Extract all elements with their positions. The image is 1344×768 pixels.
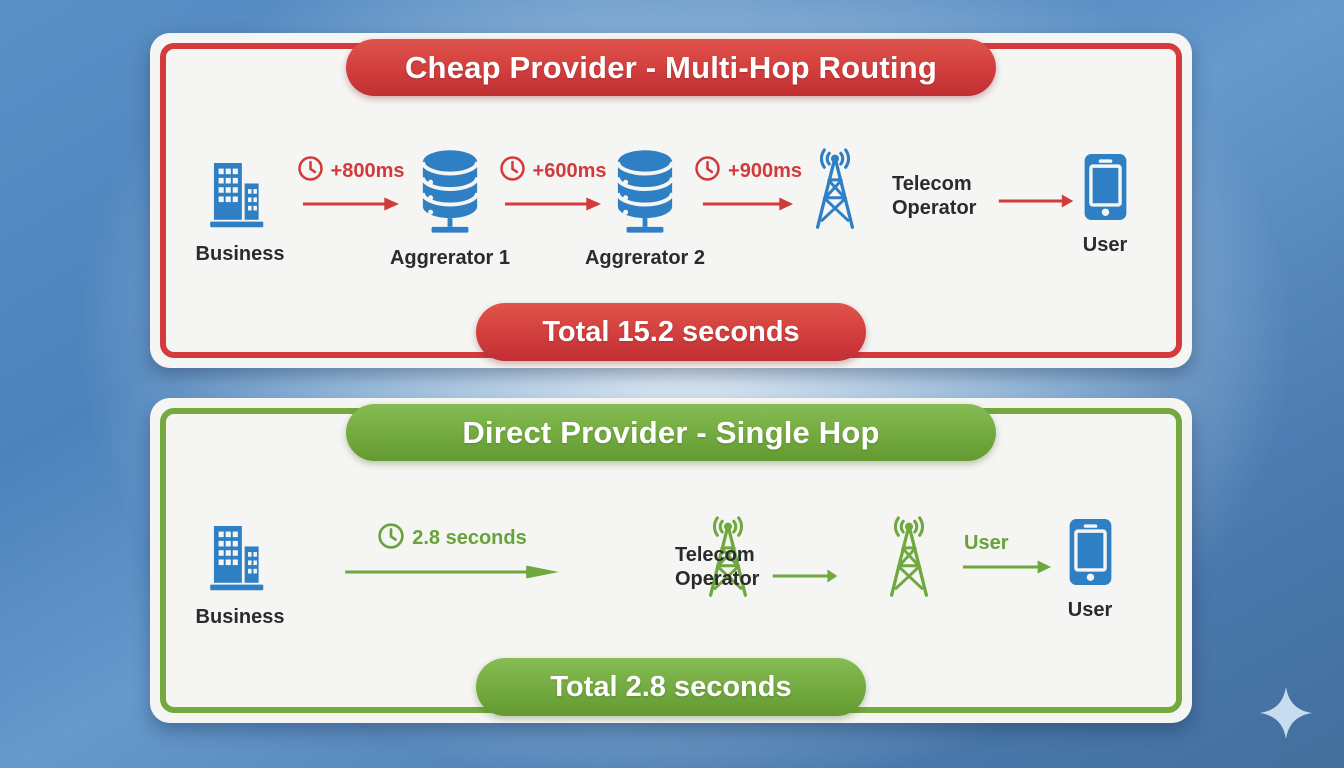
arrow-to-user: User [962,532,1052,580]
node-aggregator-2-label: Aggrerator 2 [584,247,706,269]
hop-1-delay: +800ms [330,159,405,182]
panel-title-direct: Direct Provider - Single Hop [346,404,996,461]
hop-direct-delay: 2.8 seconds [412,527,527,549]
building-icon [210,163,270,235]
arrow-icon [772,571,838,588]
telecom-operator-label: Telecom Operator [892,173,977,220]
node-user-label: User [1082,234,1128,256]
node-business-label: Business [195,606,285,628]
hop-2-delay: +600ms [532,159,607,182]
node-user-label: User [1067,599,1113,621]
panel-cheap-provider: Cheap Provider - Multi-Hop Routing Busin… [150,33,1192,368]
panel-title-cheap: Cheap Provider - Multi-Hop Routing [346,39,996,96]
node-business: Business [180,526,300,629]
cell-tower-icon [804,148,866,238]
node-tower-2 [870,516,948,606]
telecom-operator-label: Telecom Operator [675,544,760,591]
hop-3: +900ms [698,155,802,217]
total-badge-direct: Total 2.8 seconds [476,658,866,716]
node-user: User [1055,153,1155,257]
database-icon [419,146,481,239]
arrow-icon [962,559,1052,580]
node-user: User [1040,518,1140,622]
arrow-icon [343,564,561,585]
node-aggregator-1: Aggrerator 1 [390,146,510,270]
total-badge-cheap: Total 15.2 seconds [476,303,866,361]
building-icon [210,526,270,598]
node-aggregator-1-label: Aggrerator 1 [389,247,511,269]
sparkle-icon [1258,685,1314,746]
clock-icon [297,155,324,187]
phone-icon [1068,518,1113,591]
node-business: Business [180,163,300,266]
hop-direct: 2.8 seconds [343,522,561,585]
clock-icon [694,155,721,187]
hop-2: +600ms [499,155,607,217]
cell-tower-icon [878,516,940,606]
hop-3-delay: +900ms [728,159,802,182]
database-icon [614,146,676,239]
arrow-icon [302,196,400,217]
panel-direct-provider: Direct Provider - Single Hop Business 2.… [150,398,1192,723]
node-telecom-tower [796,148,874,238]
arrow-icon [702,196,794,217]
phone-icon [1083,153,1128,226]
clock-icon [377,522,405,555]
arrow-between-towers [772,568,838,589]
hop-1: +800ms [297,155,405,217]
clock-icon [499,155,526,187]
node-aggregator-2: Aggrerator 2 [585,146,705,270]
node-business-label: Business [195,243,285,265]
arrow-user-label: User [964,532,1009,554]
